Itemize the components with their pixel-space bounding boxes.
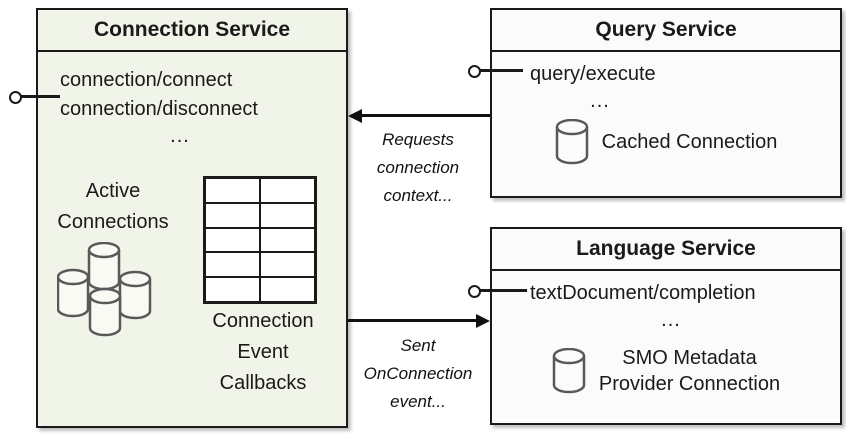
connection-methods-ellipsis: ...: [170, 125, 190, 147]
database-cluster-icon: [57, 242, 152, 337]
lollipop-line: [479, 69, 523, 72]
method-query-execute: query/execute: [530, 63, 656, 85]
arrow-shaft: [348, 319, 478, 322]
lollipop-line: [20, 95, 60, 98]
query-service-box: Query Service query/execute ... Cached C…: [490, 8, 842, 198]
language-service-methods: textDocument/completion ...: [530, 279, 812, 332]
connection-event-callbacks-label: Connection Event Callbacks: [212, 310, 314, 394]
cached-connection-label: Cached Connection: [601, 131, 778, 153]
lollipop-line: [479, 289, 527, 292]
language-service-title: Language Service: [492, 229, 840, 271]
method-connection-disconnect: connection/disconnect: [60, 98, 258, 120]
lollipop-circle-icon: [9, 91, 22, 104]
method-connection-connect: connection/connect: [60, 69, 233, 91]
lollipop-circle-icon: [468, 285, 481, 298]
arrow-right-icon: [476, 314, 490, 328]
connection-service-title: Connection Service: [38, 10, 346, 52]
database-cylinder-icon: [555, 119, 588, 165]
smo-metadata-row: SMO Metadata Provider Connection: [492, 339, 840, 403]
database-cylinder-icon: [552, 348, 586, 394]
cached-connection-row: Cached Connection: [492, 112, 840, 172]
arrow-shaft: [360, 114, 490, 117]
method-textdocument-completion: textDocument/completion: [530, 282, 756, 304]
connection-service-box: Connection Service connection/connect co…: [36, 8, 348, 428]
active-connections-label: Active Connections: [57, 180, 169, 233]
query-service-methods: query/execute ...: [530, 60, 670, 113]
requests-connection-context-label: Requests connection context...: [376, 130, 460, 205]
lollipop-circle-icon: [468, 65, 481, 78]
sent-onconnection-event-label: Sent OnConnection event...: [363, 336, 473, 411]
connection-service-methods: connection/connect connection/disconnect…: [60, 66, 328, 148]
language-methods-ellipsis: ...: [661, 309, 681, 331]
query-service-title: Query Service: [492, 10, 840, 52]
language-service-box: Language Service textDocument/completion…: [490, 227, 842, 425]
smo-metadata-label: SMO Metadata Provider Connection: [598, 347, 781, 395]
callback-table-grid: [203, 176, 317, 304]
query-methods-ellipsis: ...: [590, 90, 610, 112]
arrow-left-icon: [348, 109, 362, 123]
